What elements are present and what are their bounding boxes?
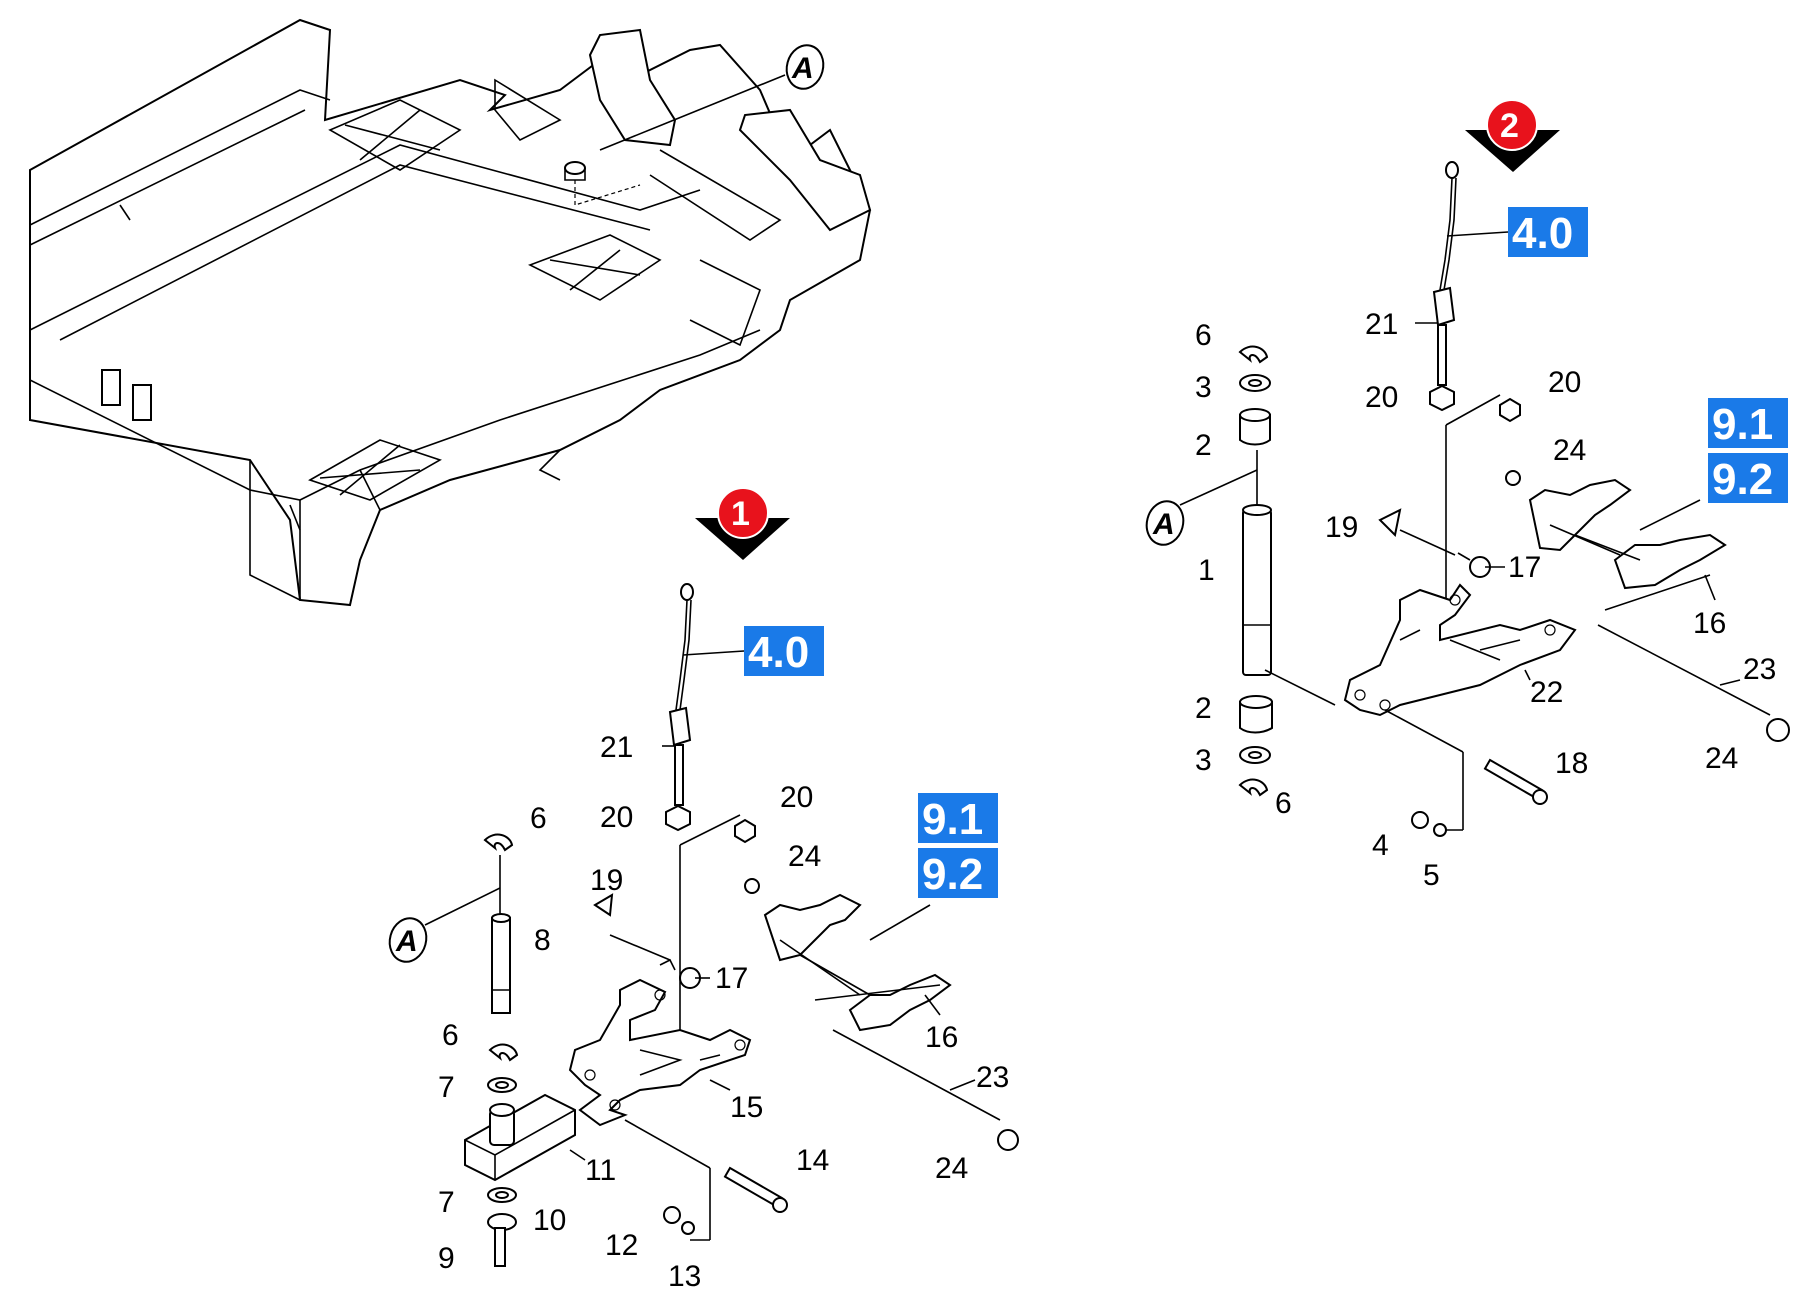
label-a2-2a: 2 bbox=[1195, 429, 1212, 462]
marker-2: 2 bbox=[1465, 99, 1560, 172]
label-a1-12: 12 bbox=[605, 1229, 638, 1262]
label-a2-3a: 3 bbox=[1195, 371, 1212, 404]
label-a2-2b: 2 bbox=[1195, 692, 1212, 725]
assembly-1: 1 4.0 9.1 9.2 bbox=[424, 487, 1019, 1267]
callout-a-top: A bbox=[599, 44, 825, 151]
label-a1-15: 15 bbox=[730, 1091, 763, 1124]
label-a2-6b: 6 bbox=[1275, 787, 1292, 820]
label-a2-17: 17 bbox=[1508, 551, 1541, 584]
ref-box-9-2-b[interactable]: 9.2 bbox=[1708, 453, 1788, 504]
marker-1: 1 bbox=[695, 487, 790, 560]
label-a1-20a: 20 bbox=[600, 801, 633, 834]
svg-text:1: 1 bbox=[731, 495, 750, 533]
ref-box-4-0-b[interactable]: 4.0 bbox=[1508, 207, 1588, 258]
label-a1-13: 13 bbox=[668, 1260, 701, 1293]
svg-text:9.1: 9.1 bbox=[922, 795, 983, 844]
label-a2-22: 22 bbox=[1530, 676, 1563, 709]
label-a2-6a: 6 bbox=[1195, 319, 1212, 352]
ref-box-9-1-b[interactable]: 9.1 bbox=[1708, 398, 1788, 449]
assembly-2: 2 4.0 9.1 9.2 bbox=[1179, 99, 1790, 837]
label-a1-16: 16 bbox=[925, 1021, 958, 1054]
label-a2-20b: 20 bbox=[1548, 366, 1581, 399]
ref-box-9-1-a[interactable]: 9.1 bbox=[918, 793, 998, 844]
svg-text:2: 2 bbox=[1500, 107, 1519, 145]
svg-text:9.1: 9.1 bbox=[1712, 400, 1773, 449]
ref-box-9-2-a[interactable]: 9.2 bbox=[918, 848, 998, 899]
label-a1-6a: 6 bbox=[530, 802, 547, 835]
label-a1-8: 8 bbox=[534, 924, 551, 957]
label-a2-19: 19 bbox=[1325, 511, 1358, 544]
svg-text:A: A bbox=[1152, 508, 1175, 541]
svg-text:4.0: 4.0 bbox=[1512, 209, 1573, 258]
svg-text:A: A bbox=[395, 925, 418, 958]
label-a2-21: 21 bbox=[1365, 308, 1398, 341]
label-a2-23: 23 bbox=[1743, 653, 1776, 686]
label-a2-4: 4 bbox=[1372, 829, 1389, 862]
svg-text:9.2: 9.2 bbox=[1712, 455, 1773, 504]
label-a2-5: 5 bbox=[1423, 859, 1440, 892]
svg-text:A: A bbox=[791, 52, 814, 85]
label-a2-1: 1 bbox=[1198, 554, 1215, 587]
label-a2-3b: 3 bbox=[1195, 744, 1212, 777]
label-a1-7a: 7 bbox=[438, 1071, 455, 1104]
label-a1-19: 19 bbox=[590, 864, 623, 897]
label-a1-14: 14 bbox=[796, 1144, 829, 1177]
label-a1-21: 21 bbox=[600, 731, 633, 764]
label-a1-9: 9 bbox=[438, 1242, 455, 1275]
chassis-frame bbox=[29, 18, 872, 607]
label-a1-10: 10 bbox=[533, 1204, 566, 1237]
label-a1-24a: 24 bbox=[788, 840, 821, 873]
labels-assembly-2: 21 6 3 20 20 2 24 19 17 1 16 23 22 2 3 1… bbox=[1195, 308, 1776, 892]
callout-a-assembly-2: A bbox=[1145, 500, 1185, 546]
label-a2-20a: 20 bbox=[1365, 381, 1398, 414]
label-a1-17: 17 bbox=[715, 962, 748, 995]
label-a2-18: 18 bbox=[1555, 747, 1588, 780]
callout-a-assembly-1: A bbox=[388, 917, 428, 963]
svg-text:4.0: 4.0 bbox=[748, 628, 809, 677]
label-a1-7b: 7 bbox=[438, 1186, 455, 1219]
label-a1-20b: 20 bbox=[780, 781, 813, 814]
label-a1-6b: 6 bbox=[442, 1019, 459, 1052]
labels-assembly-1: 21 20 20 6 24 19 8 17 6 16 7 15 23 11 14… bbox=[438, 731, 1009, 1293]
svg-text:9.2: 9.2 bbox=[922, 850, 983, 899]
label-a2-24a: 24 bbox=[1553, 434, 1586, 467]
ref-box-4-0-a[interactable]: 4.0 bbox=[744, 626, 824, 677]
label-a1-24b: 24 bbox=[935, 1152, 968, 1185]
label-a2-24b: 24 bbox=[1705, 742, 1738, 775]
label-a1-11: 11 bbox=[585, 1154, 616, 1187]
label-a2-16: 16 bbox=[1693, 607, 1726, 640]
label-a1-23: 23 bbox=[976, 1061, 1009, 1094]
